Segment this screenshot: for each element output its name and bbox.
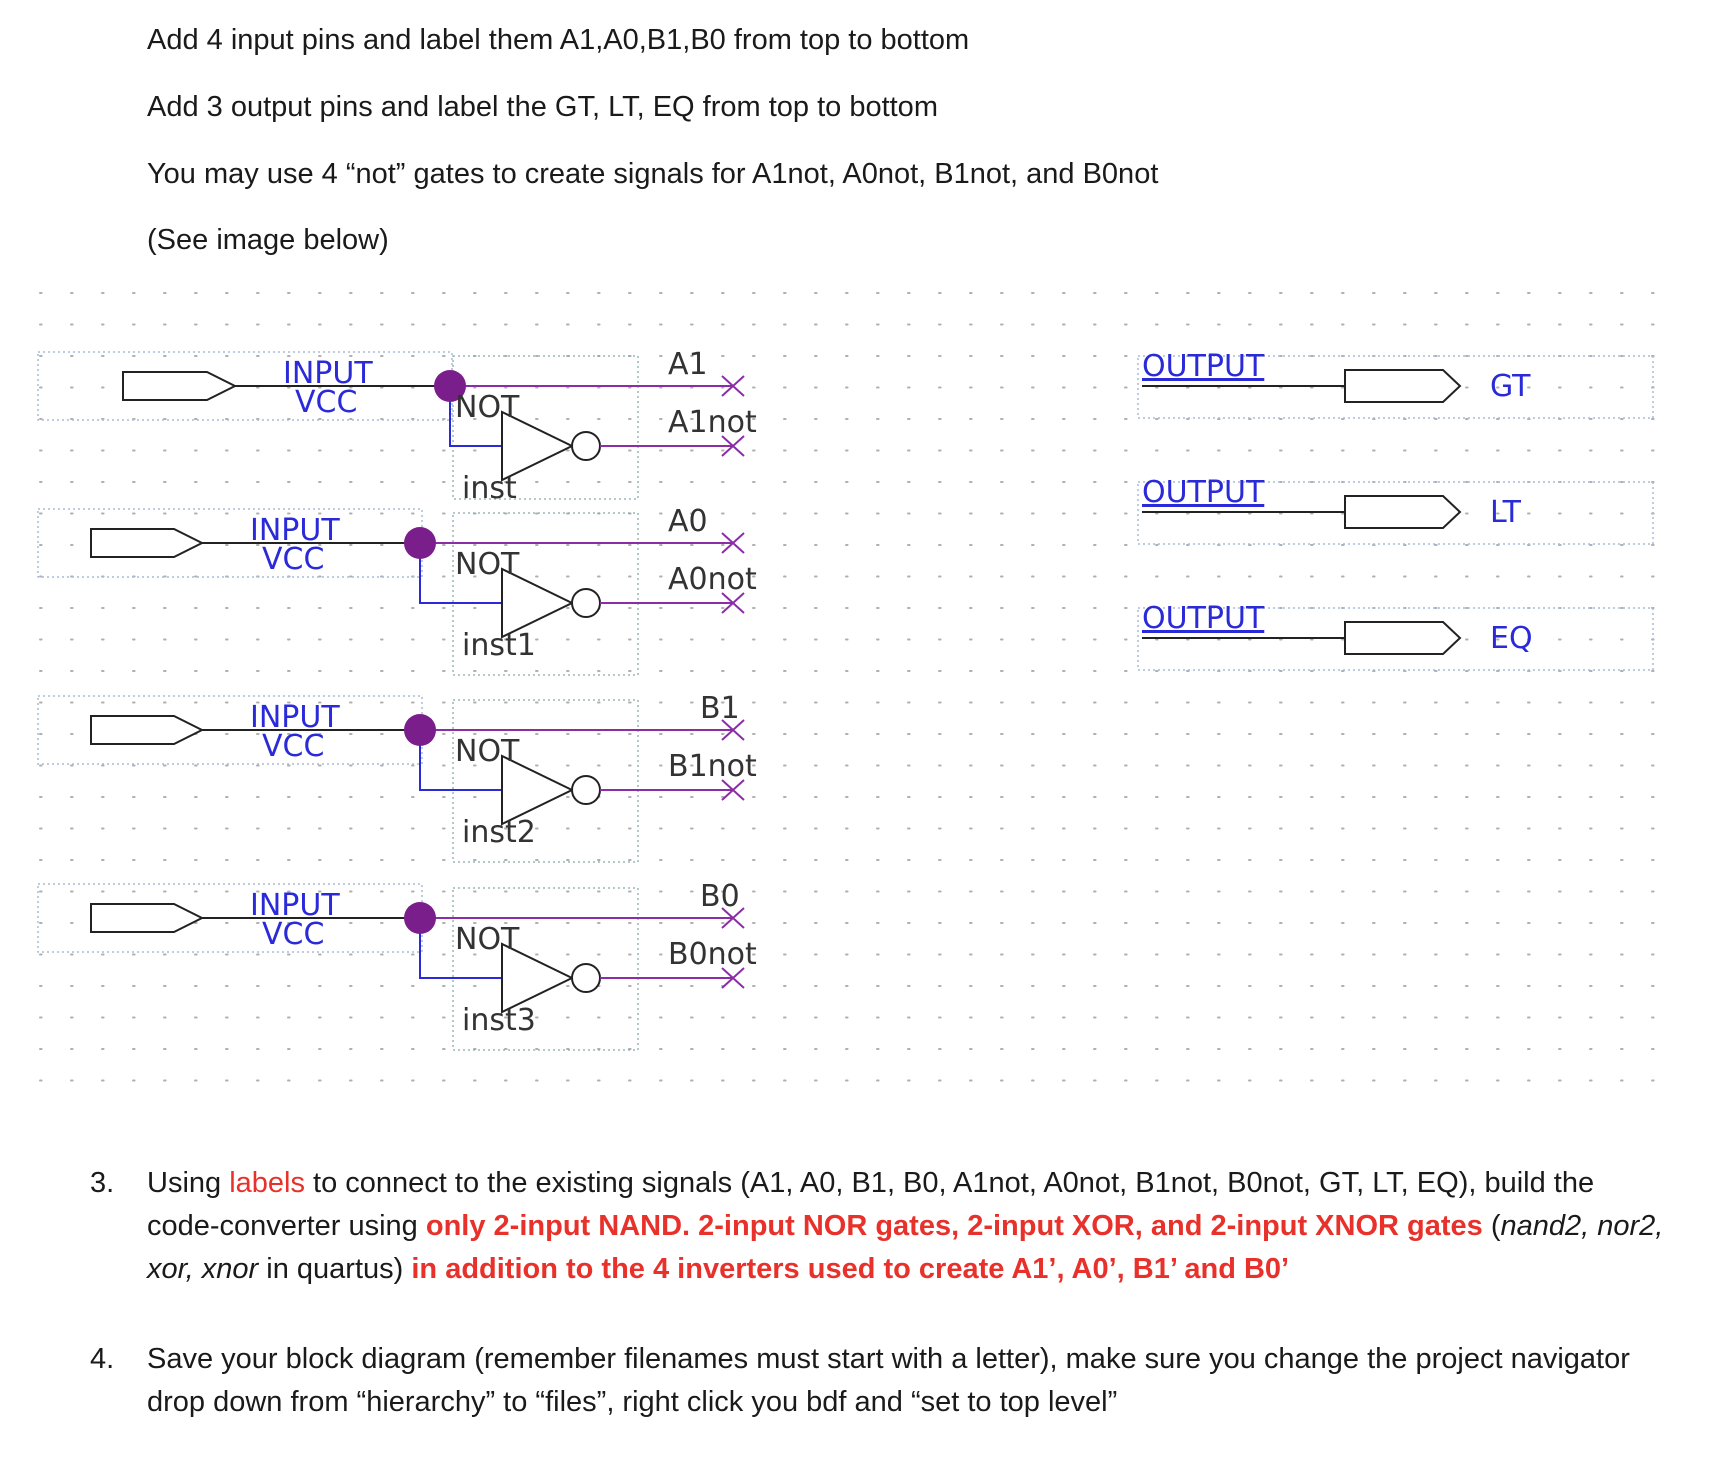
- signal-net-label: B0: [700, 879, 740, 914]
- net-end-marker: [721, 592, 745, 614]
- net-end-marker: [721, 532, 745, 554]
- step-3-text: Using labels to connect to the existing …: [147, 1167, 1664, 1285]
- signal-net-label: A0: [668, 504, 708, 539]
- not-gate: [501, 942, 575, 1014]
- output-name-label: LT: [1490, 495, 1522, 530]
- signal-net-label: A1: [668, 347, 708, 382]
- not-gate-border: [452, 699, 639, 863]
- pin-value-label: VCC: [262, 542, 324, 577]
- not-gate: [501, 567, 575, 639]
- input-pin: [90, 528, 205, 558]
- pin-value-label: VCC: [295, 385, 357, 420]
- gate-instance-label: inst1: [462, 628, 536, 663]
- pin-value-label: VCC: [262, 729, 324, 764]
- net-end-marker: [721, 779, 745, 801]
- pin-type-label: INPUT: [250, 700, 340, 735]
- gate-input-wire: [419, 918, 502, 979]
- net-end-marker: [721, 435, 745, 457]
- not-gate-border: [452, 512, 639, 676]
- junction-node: [434, 370, 466, 402]
- signal-not-net-label: A0not: [668, 562, 757, 597]
- gate-type-label: NOT: [455, 922, 520, 957]
- pin-value-label: VCC: [262, 917, 324, 952]
- step-4-text: Save your block diagram (remember filena…: [147, 1343, 1630, 1418]
- output-pin-border: [1137, 481, 1654, 545]
- net-end-marker: [721, 375, 745, 397]
- output-type-label: OUTPUT: [1142, 601, 1265, 636]
- allowed-gates-highlight: only 2-input NAND. 2-input NOR gates, 2-…: [425, 1210, 1483, 1242]
- net-end-marker: [721, 719, 745, 741]
- gate-instance-label: inst: [462, 471, 517, 506]
- signal-not-net-label: A1not: [668, 405, 757, 440]
- instruction-line-4: (See image below): [147, 224, 389, 256]
- instruction-line-2: Add 3 output pins and label the GT, LT, …: [147, 91, 938, 123]
- inverters-highlight: in addition to the 4 inverters used to c…: [411, 1253, 1290, 1285]
- step-4: 4. Save your block diagram (remember fil…: [90, 1338, 1670, 1424]
- step-3: 3. Using labels to connect to the existi…: [90, 1162, 1670, 1291]
- output-type-label: OUTPUT: [1142, 349, 1265, 384]
- step-3-number: 3.: [90, 1167, 115, 1199]
- output-pin-border: [1137, 607, 1654, 671]
- not-gate-bubble: [571, 431, 601, 461]
- net-end-marker: [721, 907, 745, 929]
- pin-type-label: INPUT: [250, 888, 340, 923]
- step-4-number: 4.: [90, 1343, 115, 1375]
- gate-type-label: NOT: [455, 547, 520, 582]
- pin-type-label: INPUT: [250, 513, 340, 548]
- not-gate-bubble: [571, 588, 601, 618]
- junction-node: [404, 902, 436, 934]
- output-pin-border: [1137, 355, 1654, 419]
- output-pin: [1344, 621, 1462, 655]
- signal-not-net-label: B1not: [668, 749, 757, 784]
- pin-type-label: INPUT: [283, 356, 373, 391]
- instruction-line-3: You may use 4 “not” gates to create sign…: [147, 158, 1159, 190]
- gate-instance-label: inst2: [462, 815, 536, 850]
- gate-instance-label: inst3: [462, 1003, 536, 1038]
- junction-node: [404, 714, 436, 746]
- output-pin: [1344, 495, 1462, 529]
- input-pin: [90, 715, 205, 745]
- instruction-line-1: Add 4 input pins and label them A1,A0,B1…: [147, 24, 970, 56]
- output-name-label: GT: [1490, 369, 1531, 404]
- input-pin: [122, 371, 238, 401]
- output-type-label: OUTPUT: [1142, 475, 1265, 510]
- input-pin-border: [37, 508, 423, 578]
- not-gate-bubble: [571, 775, 601, 805]
- output-pin: [1344, 369, 1462, 403]
- not-gate-border: [452, 887, 639, 1051]
- input-pin: [90, 903, 205, 933]
- signal-not-net-label: B0not: [668, 937, 757, 972]
- gate-input-wire: [449, 386, 502, 447]
- gate-type-label: NOT: [455, 734, 520, 769]
- gate-input-wire: [419, 730, 502, 791]
- junction-node: [404, 527, 436, 559]
- net-end-marker: [721, 967, 745, 989]
- output-name-label: EQ: [1490, 621, 1533, 656]
- not-gate: [501, 410, 575, 482]
- signal-net-label: B1: [700, 691, 740, 726]
- not-gate-bubble: [571, 963, 601, 993]
- not-gate: [501, 754, 575, 826]
- quartus-gate-names: nand2, nor2, xor, xnor: [147, 1210, 1664, 1285]
- input-pin-border: [37, 883, 423, 953]
- input-pin-border: [37, 351, 453, 421]
- labels-highlight: labels: [229, 1167, 305, 1199]
- input-pin-border: [37, 695, 423, 765]
- gate-input-wire: [419, 543, 502, 604]
- gate-type-label: NOT: [455, 390, 520, 425]
- not-gate-border: [452, 355, 639, 500]
